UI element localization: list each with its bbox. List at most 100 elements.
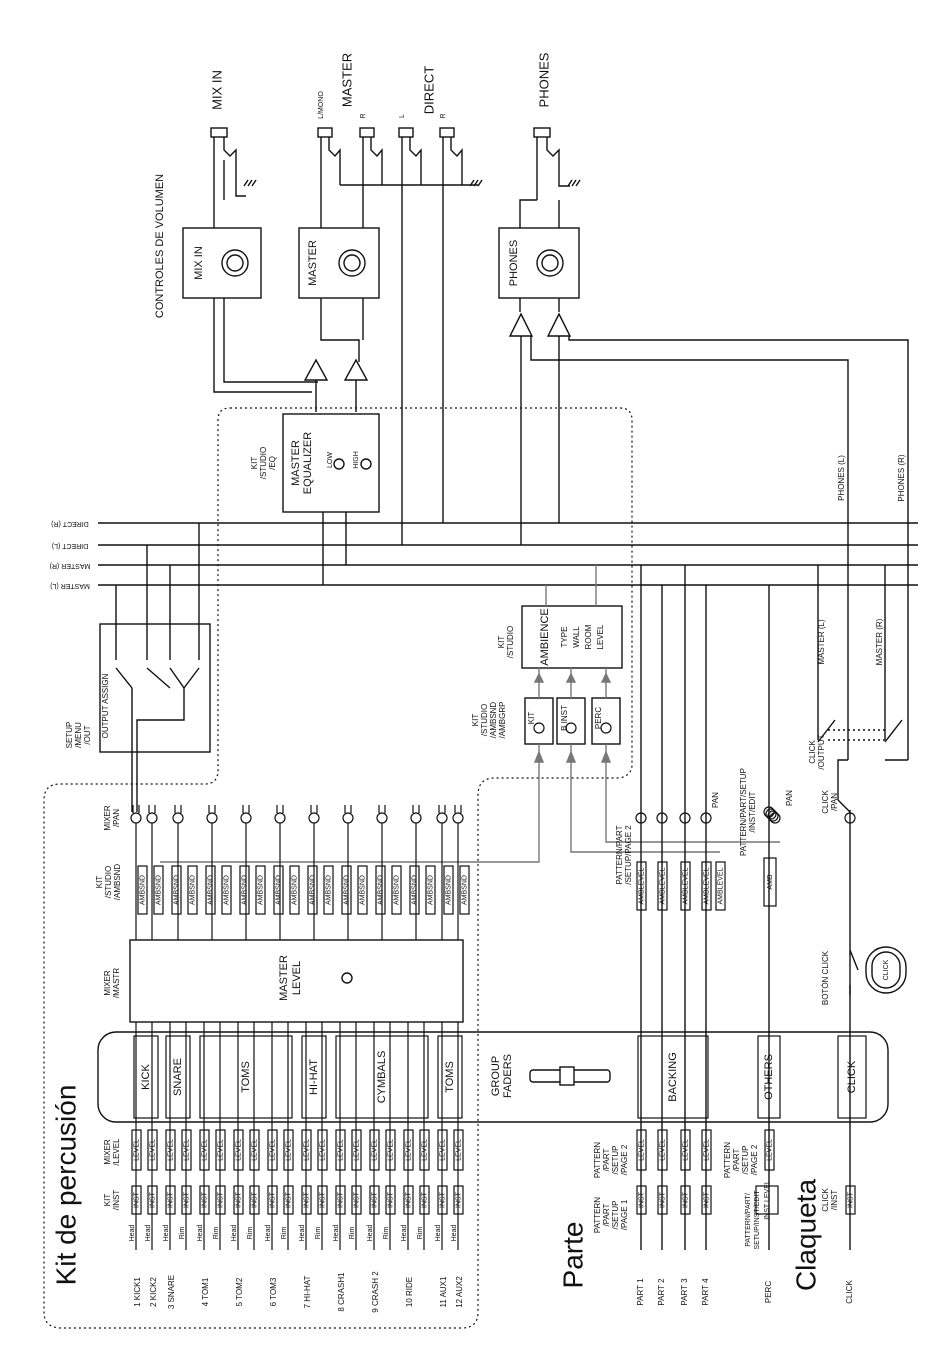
part-amblevel-box xyxy=(701,861,712,911)
kit-ambsnd-box-label: AMBSND xyxy=(461,875,468,905)
kit-level-box xyxy=(199,1129,210,1171)
click-button-icon[interactable] xyxy=(865,946,907,994)
group-fader-box[interactable] xyxy=(133,1035,159,1119)
part-pan-label: PAN xyxy=(711,792,720,808)
part-amblevel-box xyxy=(680,861,691,911)
kit-ambsnd-box xyxy=(171,865,182,915)
kit-pad-label: Rim xyxy=(281,1227,288,1240)
group-fader-box[interactable] xyxy=(637,1035,709,1119)
group-fader-box[interactable] xyxy=(199,1035,293,1119)
part-amblevel-box-label: AMBLEVEL xyxy=(703,867,710,904)
eq-high-label: HIGH xyxy=(353,451,360,469)
part-level-box-label: LEVEL xyxy=(638,1139,645,1161)
kit-inst-box xyxy=(199,1185,210,1215)
group-fader-box[interactable] xyxy=(437,1035,463,1119)
pan-knob-icon xyxy=(274,812,286,824)
kit-inst-box xyxy=(165,1185,176,1215)
kit-level-box-label: LEVEL xyxy=(337,1139,344,1161)
pan-knob-icon xyxy=(146,812,158,824)
kit-ambsnd-box xyxy=(273,865,284,915)
part-inst-box xyxy=(657,1185,668,1215)
kit-ambsnd-box xyxy=(221,865,232,915)
ambience-param: ROOM xyxy=(584,624,593,649)
kit-level-box xyxy=(233,1129,244,1171)
phones-r-amp-icon xyxy=(546,312,572,337)
bus-label: DIRECT (L) xyxy=(52,542,88,549)
ambience-param: LEVEL xyxy=(596,624,605,649)
kit-channel-name: 1 KICK1 xyxy=(133,1277,142,1307)
group-fader-box[interactable] xyxy=(165,1035,191,1119)
amb-groups-path: KIT xyxy=(471,714,480,727)
kit-inst-box-label: INST xyxy=(455,1191,462,1208)
kit-level-box xyxy=(249,1129,260,1171)
amb-knob-icon xyxy=(600,722,612,734)
phones-l-amp-icon xyxy=(508,312,534,337)
kit-level-box xyxy=(453,1129,464,1171)
volume-controls-title: CONTROLES DE VOLUMEN xyxy=(154,174,166,318)
perc-pan-icon xyxy=(763,806,775,818)
pan-knob-icon xyxy=(342,812,354,824)
kit-pad-label: Rim xyxy=(349,1227,356,1240)
kit-level-box xyxy=(403,1129,414,1171)
master-l-jack xyxy=(317,127,341,200)
output-assign-label: OUTPUT ASSIGN xyxy=(101,673,110,738)
perc-inst-level-box-label: INST LEVEL xyxy=(764,1180,771,1220)
part-page1-path: PATTERN xyxy=(593,1197,602,1233)
click-inst-path: CLICK xyxy=(821,1188,830,1212)
amb-groups-path: /AMBSND xyxy=(489,702,498,739)
bus-label: MASTER (L) xyxy=(50,582,90,589)
group-fader-box[interactable] xyxy=(335,1035,429,1119)
kit-channel-name: 2 KICK2 xyxy=(149,1277,158,1307)
direct-l-label: L xyxy=(399,114,406,118)
kit-inst-box-label: INST xyxy=(235,1191,242,1208)
group-fader-box[interactable] xyxy=(301,1035,327,1119)
master-knob-icon xyxy=(338,249,366,277)
mixer-pan-label: /PAN xyxy=(112,809,121,827)
kit-inst-box-label: INST xyxy=(269,1191,276,1208)
kit-level-box-label: LEVEL xyxy=(133,1139,140,1161)
kit-inst-box-label: INST xyxy=(285,1191,292,1208)
amb-knob-icon xyxy=(565,722,577,734)
output-assign-path: /OUT xyxy=(83,725,92,744)
kit-ambsnd-box xyxy=(289,865,300,915)
output-assign-path: SETUP xyxy=(65,722,74,749)
kit-inst-box-label: INST xyxy=(183,1191,190,1208)
kit-level-box-label: LEVEL xyxy=(167,1139,174,1161)
kit-inst-box-label: INST xyxy=(167,1191,174,1208)
master-equalizer-box xyxy=(282,413,380,513)
pan-knob-icon xyxy=(172,812,184,824)
kit-inst-box-label: INST xyxy=(337,1191,344,1208)
part-amblevel-box xyxy=(636,861,647,911)
part-page2-path: /SETUP xyxy=(611,1146,620,1175)
kit-level-box-label: LEVEL xyxy=(319,1139,326,1161)
part-level-box xyxy=(680,1129,691,1171)
kit-level-box xyxy=(131,1129,142,1171)
master-r-label: R xyxy=(360,113,367,118)
kit-level-box xyxy=(215,1129,226,1171)
kit-ambsnd-box-label: AMBSND xyxy=(139,875,146,905)
kit-level-box xyxy=(165,1129,176,1171)
perc-amb-path: PATTERN/PART/SETUP xyxy=(739,768,748,856)
kit-inst-box-label: INST xyxy=(387,1191,394,1208)
kit-inst-box-label: INST xyxy=(439,1191,446,1208)
part-channel-name: PART 4 xyxy=(701,1278,710,1306)
group-fader-box[interactable] xyxy=(757,1035,781,1119)
direct-r-label: R xyxy=(440,113,447,118)
master-r-jack xyxy=(359,127,383,200)
part-pan-icon xyxy=(635,812,647,824)
kit-ambsnd-box xyxy=(153,865,164,915)
ambience-param: TYPE xyxy=(560,627,569,648)
kit-inst-box-label: INST xyxy=(217,1191,224,1208)
kit-pad-label: Head xyxy=(129,1225,136,1242)
kit-level-box-label: LEVEL xyxy=(235,1139,242,1161)
part-amblevel-box-label: AMBLEVEL xyxy=(638,867,645,904)
click-pan-label: /PAN xyxy=(830,793,839,811)
part-amblevel-box xyxy=(715,861,726,911)
kit-level-box-label: LEVEL xyxy=(285,1139,292,1161)
part-page1-path: /PART xyxy=(602,1203,611,1226)
part-inst-box-label: INST xyxy=(659,1191,666,1208)
master-r-tap-label: MASTER (R) xyxy=(875,618,884,665)
group-fader-box[interactable] xyxy=(837,1035,867,1119)
kit-ambsnd-box xyxy=(391,865,402,915)
kit-ambsnd-box xyxy=(137,865,148,915)
